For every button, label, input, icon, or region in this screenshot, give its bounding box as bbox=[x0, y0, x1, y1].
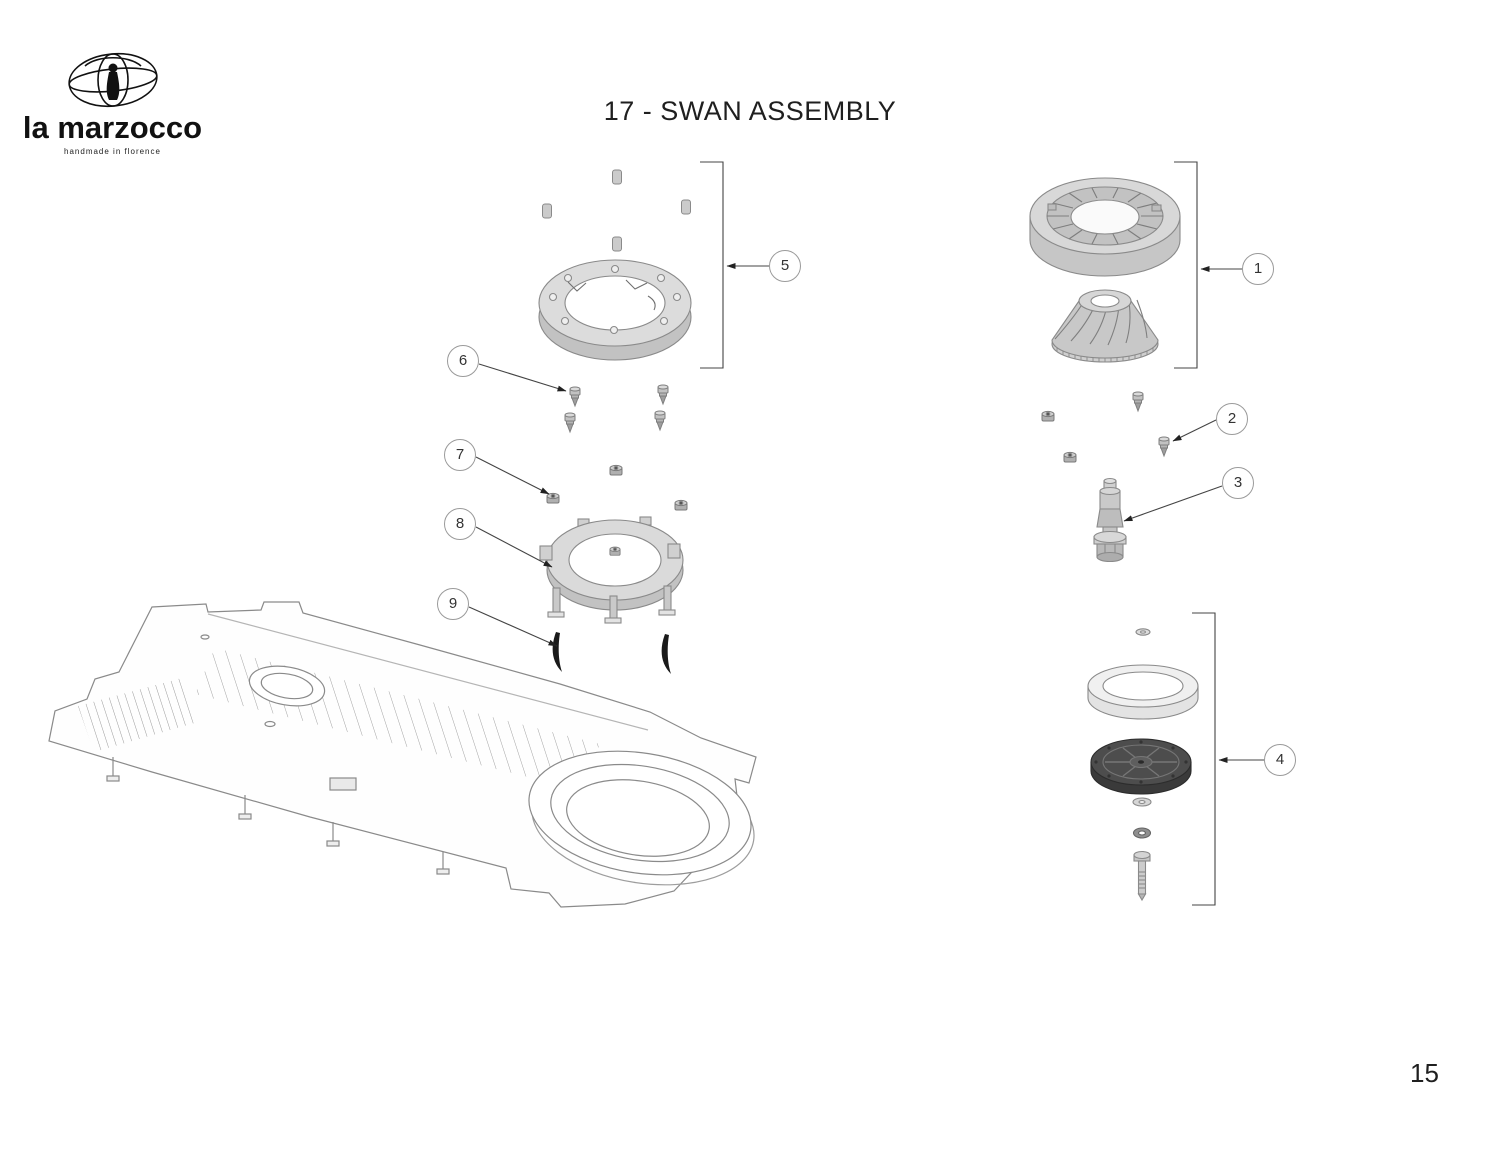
mount-bolt-drawing bbox=[1133, 850, 1151, 902]
right-assembly bbox=[1029, 177, 1199, 902]
callout-2: 2 bbox=[1216, 403, 1248, 435]
small-washer-top bbox=[1135, 628, 1151, 636]
carrier-ring-drawing bbox=[539, 516, 684, 624]
left-assembly bbox=[538, 169, 692, 674]
spindle-drawing bbox=[1093, 477, 1127, 563]
ring-screws bbox=[564, 384, 669, 433]
callout-9: 9 bbox=[437, 588, 469, 620]
brand-tagline: handmade in florence bbox=[64, 146, 161, 156]
callout-5: 5 bbox=[769, 250, 801, 282]
ring-nuts bbox=[546, 464, 688, 511]
grinder-base-plate-drawing bbox=[48, 601, 757, 908]
la-marzocco-globe-icon bbox=[67, 52, 158, 108]
bracket-item4 bbox=[1192, 612, 1216, 906]
callout-6: 6 bbox=[447, 345, 479, 377]
dark-pulley-drawing bbox=[1090, 738, 1192, 795]
brand-name: la marzocco bbox=[22, 110, 203, 145]
callout-8: 8 bbox=[444, 508, 476, 540]
sweeper-blades bbox=[552, 632, 671, 674]
brand-logo: la marzocco handmade in florence bbox=[15, 50, 210, 156]
ring-burr-drawing bbox=[1029, 177, 1181, 277]
plate-feet bbox=[106, 757, 450, 875]
bracket-item5 bbox=[700, 161, 724, 369]
mount-ring-drawing bbox=[1087, 664, 1199, 720]
bracket-item1 bbox=[1174, 161, 1198, 369]
adjustment-ring-drawing bbox=[538, 259, 692, 361]
cone-burr-drawing bbox=[1051, 289, 1159, 363]
callout-leaders bbox=[468, 161, 1264, 906]
callout-1: 1 bbox=[1242, 253, 1274, 285]
lower-mount-stack bbox=[1087, 628, 1199, 902]
o-ring bbox=[1132, 827, 1152, 839]
plate-main-bore bbox=[528, 750, 755, 886]
plate-small-opening bbox=[248, 665, 326, 707]
callout-4: 4 bbox=[1264, 744, 1296, 776]
burr-screws bbox=[1041, 391, 1170, 463]
page-number: 15 bbox=[1410, 1058, 1439, 1088]
page-title: 17 - SWAN ASSEMBLY bbox=[603, 96, 897, 126]
callout-7: 7 bbox=[444, 439, 476, 471]
callout-3: 3 bbox=[1222, 467, 1254, 499]
ring-pins bbox=[541, 169, 692, 252]
small-washer-bottom bbox=[1132, 797, 1152, 807]
